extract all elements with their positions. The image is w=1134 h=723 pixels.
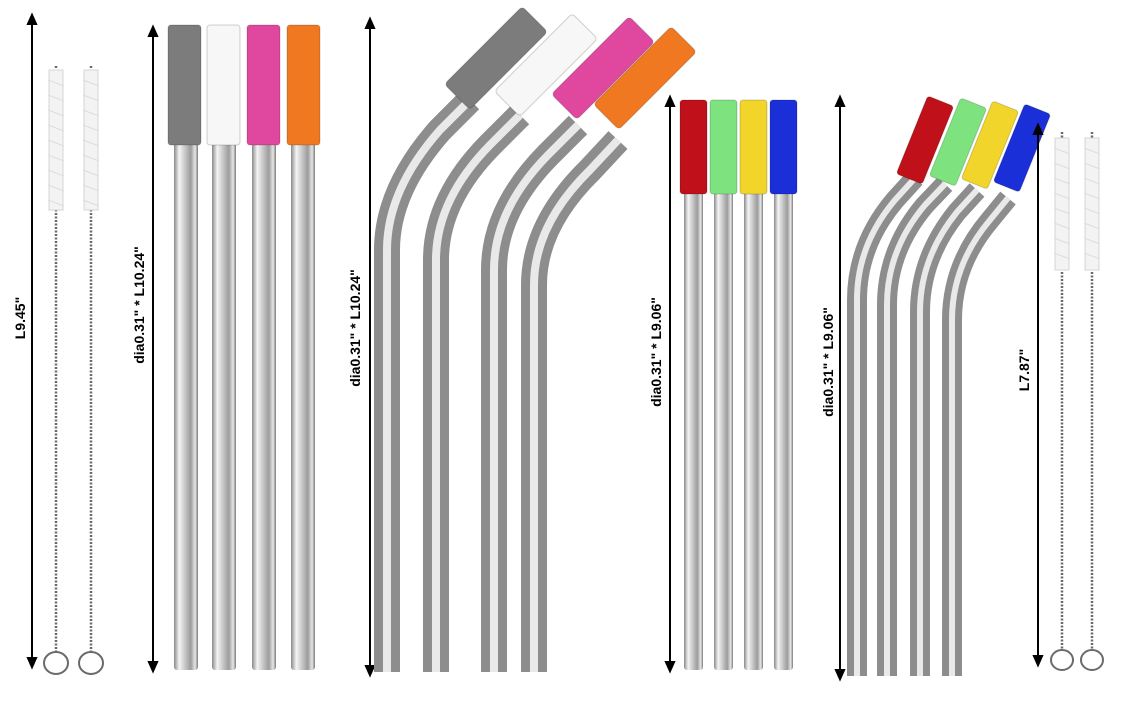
straw [286,24,321,670]
bent-long-straws [364,7,696,678]
straw [423,14,597,672]
dimension-label-brush-left: L9.45" [12,296,28,340]
cleaning-brush [43,66,69,675]
dimension-label-straight-long: dia0.31" * L10.24" [131,246,147,364]
straw [847,96,954,676]
silicone-tip [552,17,654,119]
straw [246,24,281,670]
cleaning-brush [78,66,104,675]
silicone-tip [445,7,547,109]
silicone-tip [167,24,202,146]
straw [709,99,738,670]
silicone-tip [709,99,738,195]
dimension-label-bent-long: dia0.31" * L10.24" [347,269,363,387]
straw [877,98,987,676]
dimension-label-brush-right: L7.87" [1016,348,1032,392]
silicone-tip [929,98,987,186]
silicone-tip [286,24,321,146]
silicone-tip [495,14,597,116]
silicone-tip [246,24,281,146]
silicone-tip [769,99,798,195]
silicone-tip [961,101,1019,189]
brush-group-left [26,12,104,675]
silicone-tip [896,96,954,184]
silicone-tip [679,99,708,195]
straw [769,99,798,670]
dimension-label-straight-short: dia0.31" * L9.06" [648,297,664,407]
straw [679,99,708,670]
silicone-tip [594,27,696,129]
straw [739,99,768,670]
silicone-tip [739,99,768,195]
straight-long-straws [147,24,321,674]
straight-short-straws [664,94,798,674]
straw [481,17,654,672]
silicone-tip [206,24,241,146]
cleaning-brush [1080,132,1104,671]
dimension-label-bent-short: dia0.31" * L9.06" [820,307,836,417]
straw [374,7,547,672]
straw [521,27,696,672]
straw [910,101,1019,676]
cleaning-brush [1050,132,1074,671]
brush-group-right [1032,122,1104,671]
straw [206,24,241,670]
straw [167,24,202,670]
bent-short-straws [834,94,1051,682]
